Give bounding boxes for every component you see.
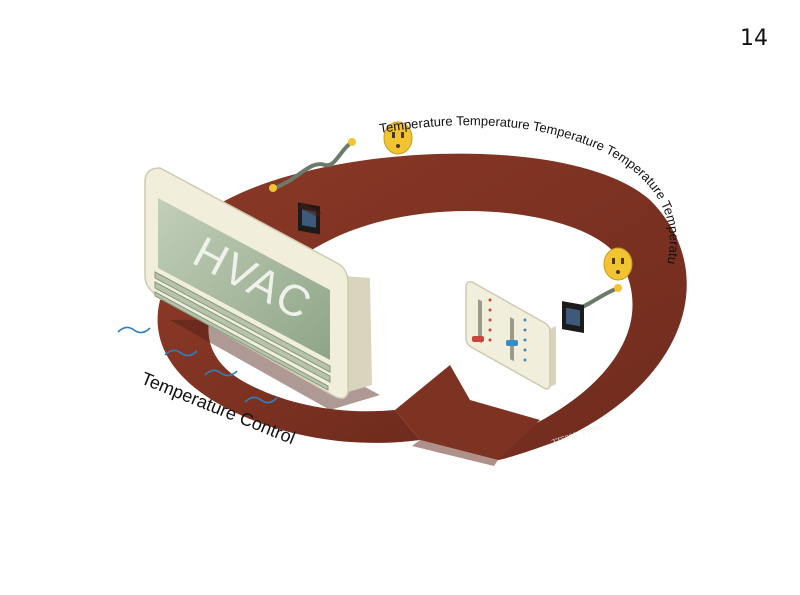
hvac-unit: HVAC	[144, 167, 372, 399]
chip-connector-top	[269, 138, 356, 235]
thermostat-panel	[465, 281, 556, 390]
thermostat-slider-left[interactable]	[472, 336, 484, 342]
temperature-sensor-right	[603, 247, 633, 281]
thermostat-slider-right[interactable]	[506, 340, 518, 346]
chip-connector-right	[562, 284, 622, 333]
page-number: 14	[740, 26, 768, 51]
temperature-sensor-top	[383, 121, 413, 155]
air-wave-1	[117, 326, 151, 334]
air-wave-4	[244, 396, 278, 404]
air-wave-3	[204, 369, 238, 377]
air-wave-2	[164, 349, 198, 357]
hvac-louvers	[154, 271, 331, 391]
air-wave-lines	[117, 326, 278, 404]
